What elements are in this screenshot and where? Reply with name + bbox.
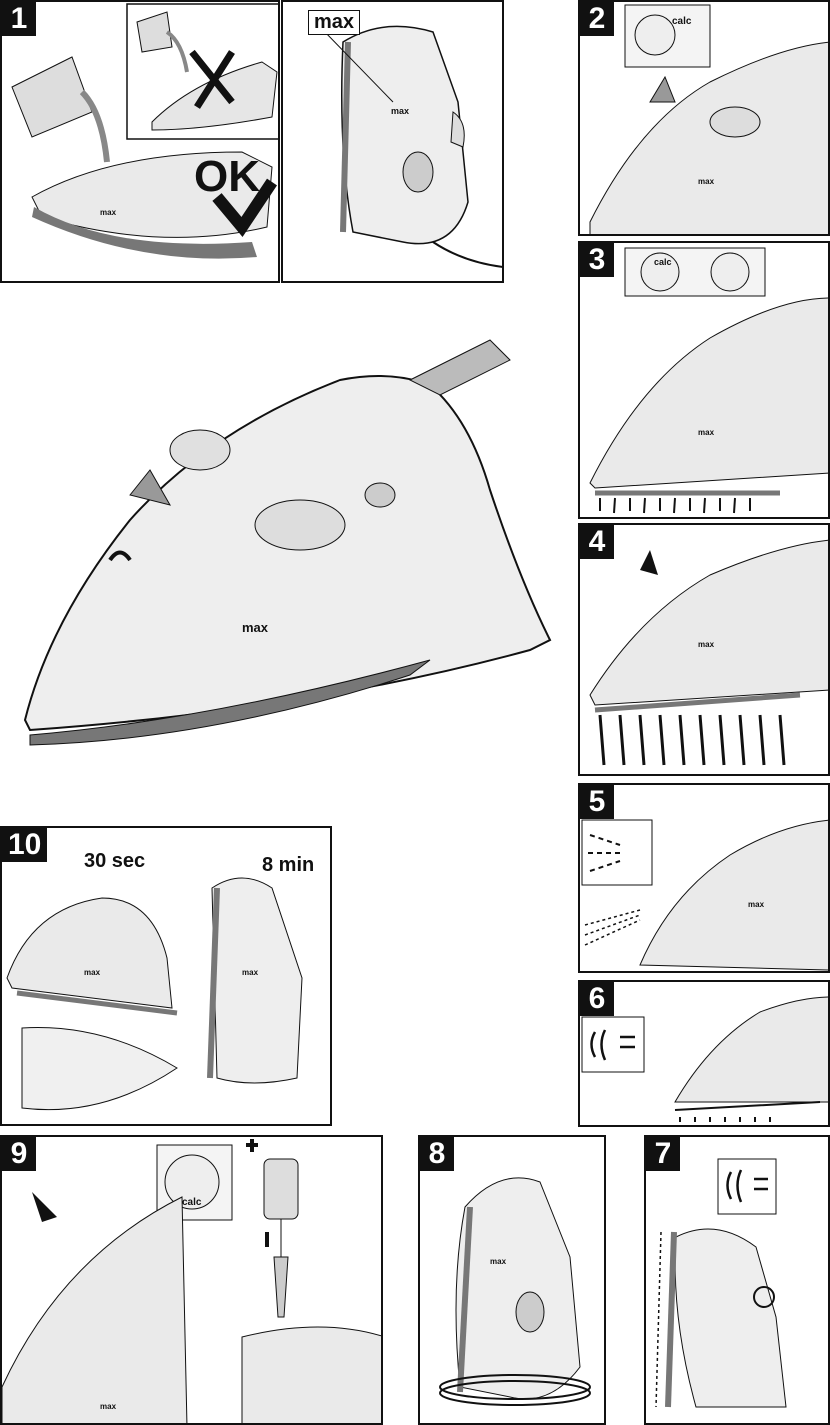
- fill-water-illustration: [2, 2, 280, 283]
- max-line-mark: max: [391, 106, 409, 116]
- spray-illustration: [580, 785, 830, 973]
- max-mark-3: max: [698, 428, 714, 437]
- max-mark-5: max: [748, 900, 764, 909]
- main-iron-illustration: max: [10, 320, 570, 760]
- panel-step-1-max: max max: [281, 0, 504, 283]
- cord-wrap-illustration: [420, 1137, 606, 1425]
- storage-illustration: [2, 828, 332, 1126]
- max-mark-4: max: [698, 640, 714, 649]
- panel-step-4: 4 max: [578, 523, 830, 776]
- panel-step-10: 10 30 sec 8 min max max: [0, 826, 332, 1126]
- steam-setting-illustration: [580, 243, 830, 519]
- ok-label: OK: [194, 152, 260, 202]
- max-mark-9: max: [100, 1402, 116, 1411]
- panel-step-6: 6: [578, 980, 830, 1127]
- vertical-steam-illustration: [580, 982, 830, 1127]
- panel-step-5: 5 max: [578, 783, 830, 973]
- max-mark-10b: max: [242, 968, 258, 977]
- panel-step-3: 3 calc max: [578, 241, 830, 519]
- panel-step-9: 9 calc max: [0, 1135, 383, 1425]
- spray-steam-burst-illustration: [580, 525, 830, 776]
- max-mark-main: max: [242, 620, 268, 635]
- max-mark-2: max: [698, 177, 714, 186]
- max-callout-box: max: [308, 10, 360, 35]
- panel-step-7: 7: [644, 1135, 830, 1425]
- max-tank-mark: max: [100, 208, 116, 217]
- calc-dial-label-9: calc: [182, 1197, 201, 1208]
- calc-dial-label: calc: [672, 16, 691, 27]
- panel-step-2: 2 calc max: [578, 0, 830, 236]
- panel-step-1: 1 OK max: [0, 0, 280, 283]
- calc-dial-label-3: calc: [654, 257, 672, 267]
- panel-step-8: 8 max: [418, 1135, 606, 1425]
- max-mark-8: max: [490, 1257, 506, 1266]
- set-temperature-illustration: [580, 2, 830, 236]
- vertical-steaming-illustration: [646, 1137, 830, 1425]
- anti-calc-removal-illustration: [2, 1137, 383, 1425]
- max-mark-10a: max: [84, 968, 100, 977]
- iron-upright-illustration: [283, 2, 504, 283]
